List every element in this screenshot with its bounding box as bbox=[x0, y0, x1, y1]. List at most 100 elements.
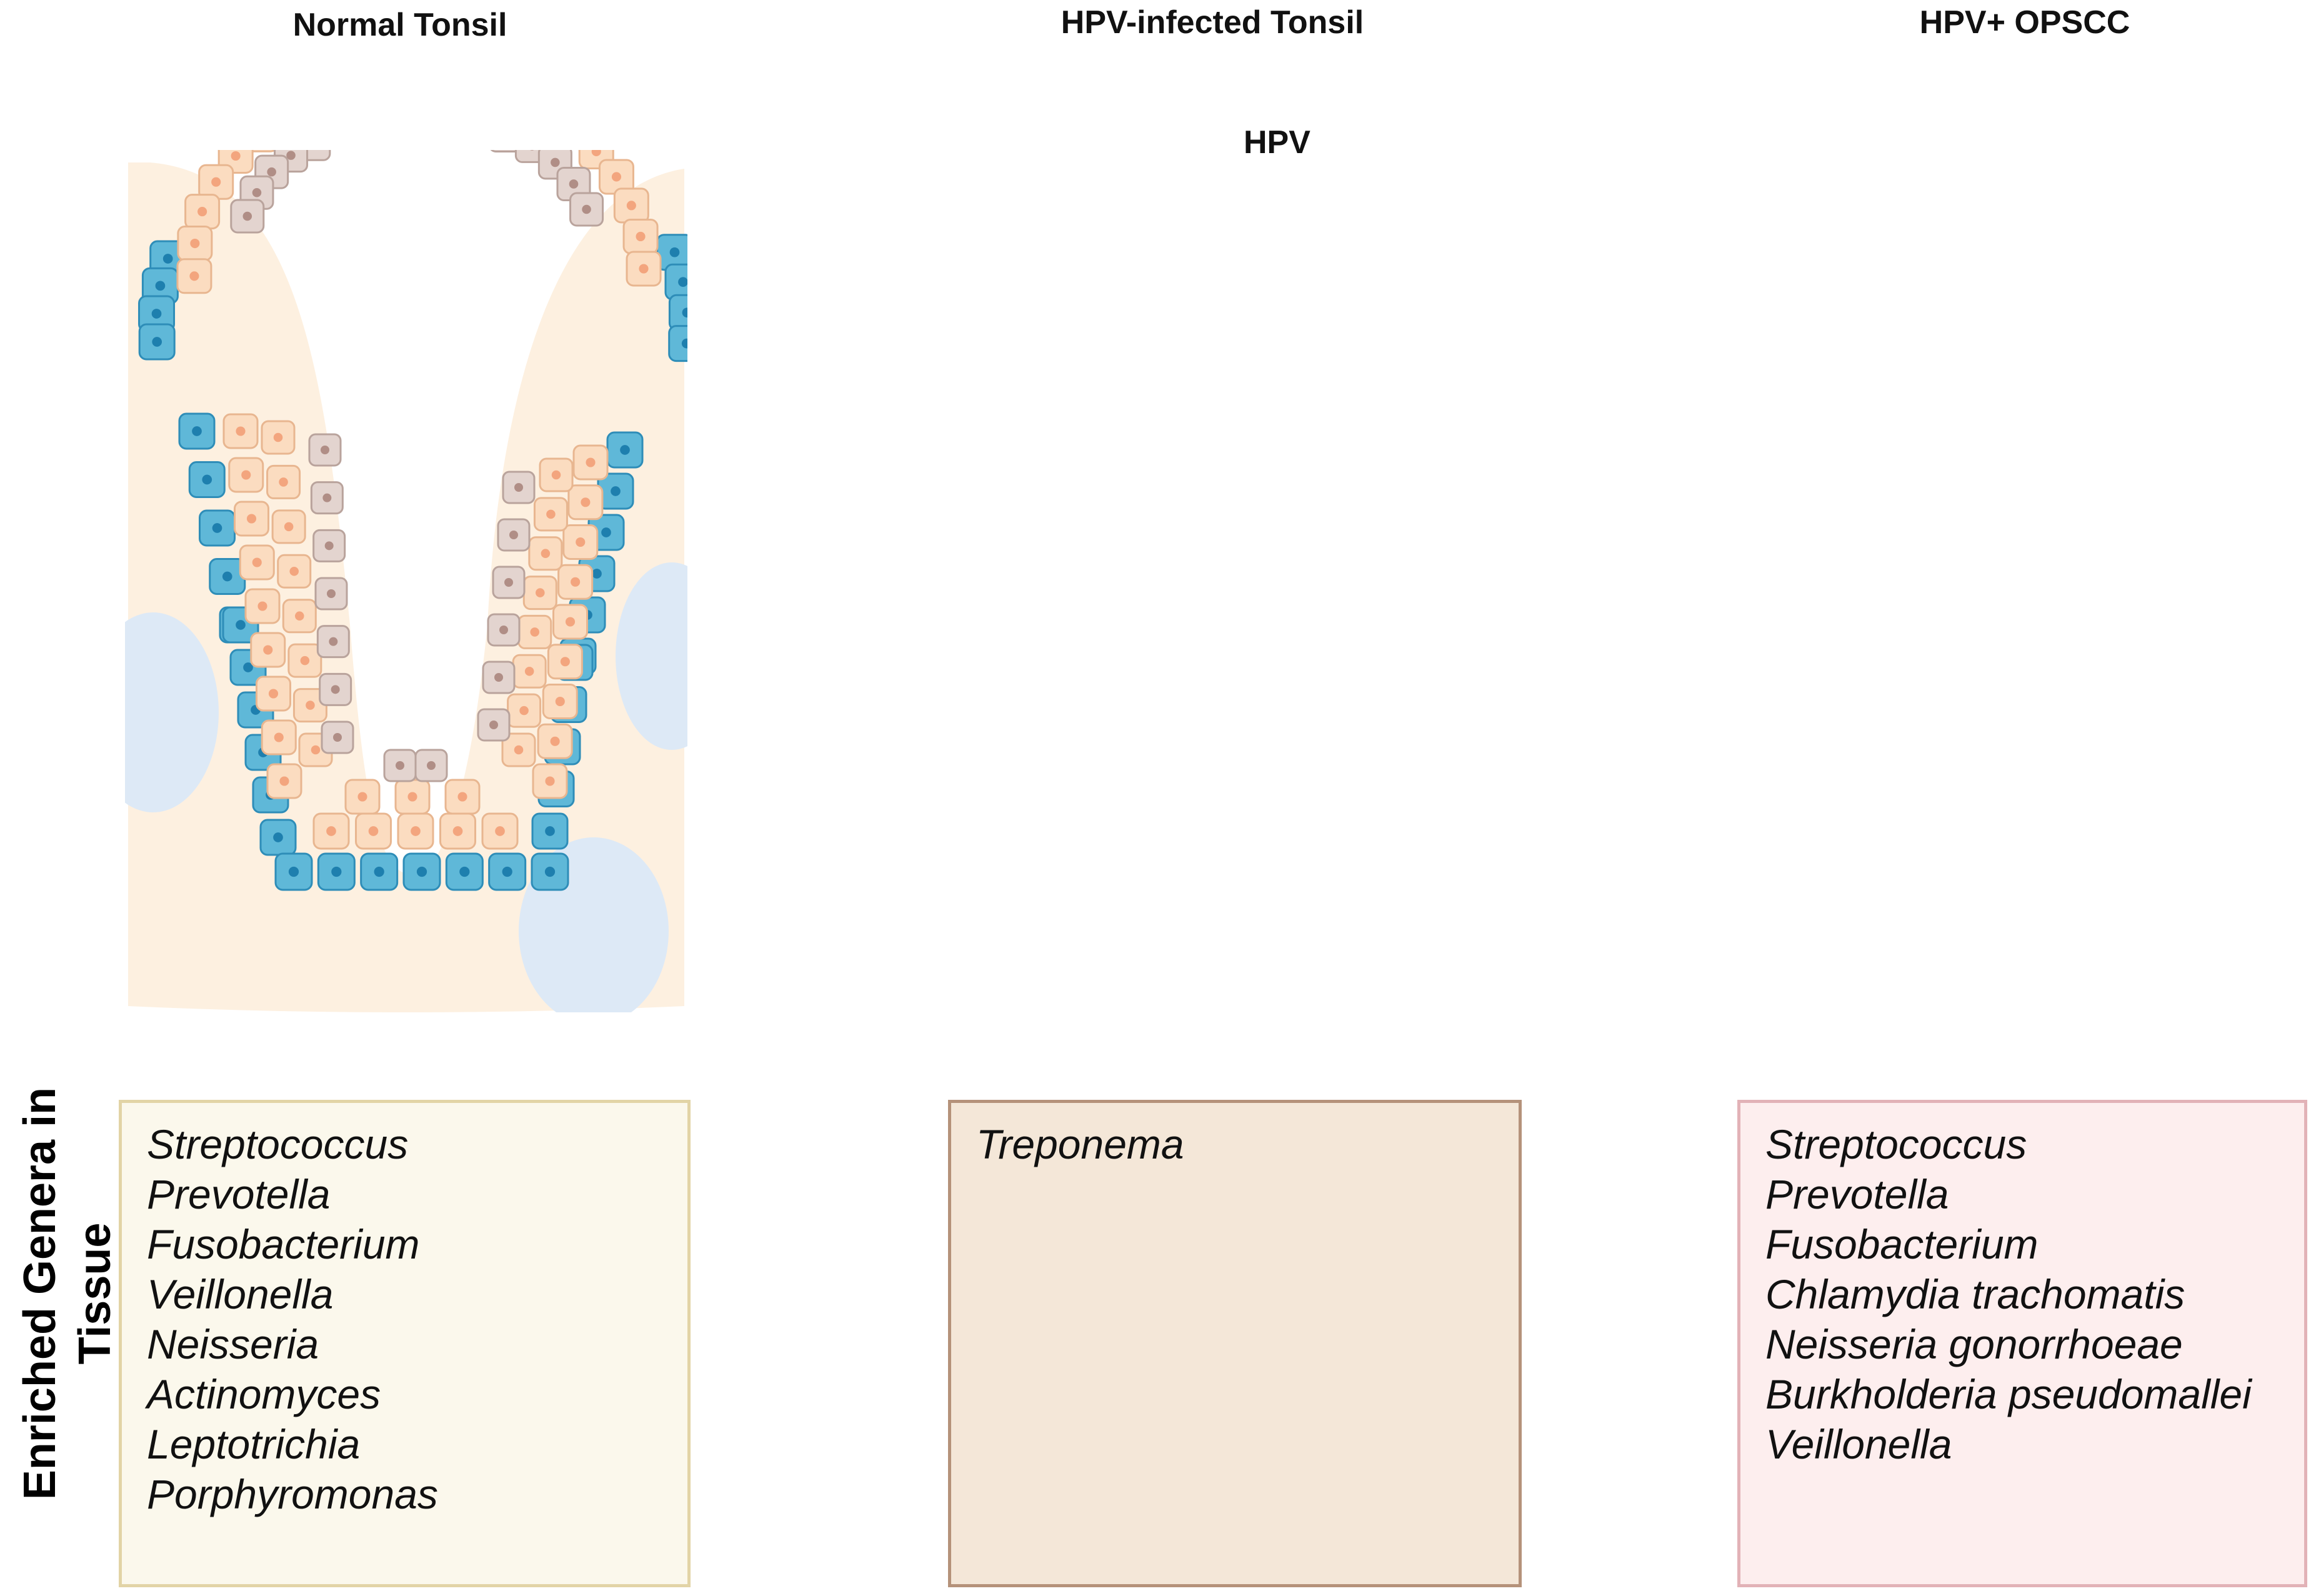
prickle-cell bbox=[2148, 537, 2180, 570]
basal-cell bbox=[2176, 645, 2211, 680]
prickle-cell bbox=[1902, 600, 1934, 632]
prickle-cell bbox=[2014, 780, 2048, 814]
prickle-cell bbox=[1342, 764, 1376, 798]
basal-cell bbox=[1398, 515, 1433, 550]
surface-cell bbox=[1127, 626, 1158, 657]
surface-cell bbox=[1131, 722, 1162, 753]
basal-cell bbox=[1255, 854, 1292, 890]
basal-cell bbox=[1062, 777, 1097, 812]
prickle-cell bbox=[1098, 644, 1131, 677]
hpv-label: HPV bbox=[1244, 124, 1310, 161]
basal-cell bbox=[2179, 639, 2214, 674]
prickle-cell bbox=[1837, 139, 1871, 173]
basal-cell bbox=[2151, 814, 2186, 849]
basal-cell bbox=[1299, 854, 1335, 890]
basal-cell bbox=[1475, 264, 1510, 299]
surface-cell bbox=[1916, 127, 1949, 160]
prickle-cell bbox=[2017, 814, 2052, 849]
prickle-cell bbox=[1044, 502, 1078, 536]
genus-item: Fusobacterium bbox=[1765, 1221, 2039, 1267]
inflammation-glow bbox=[1694, 422, 2069, 747]
germinal-center bbox=[1425, 562, 1537, 750]
basal-cell bbox=[2288, 295, 2311, 330]
genus-item: Treponema bbox=[976, 1121, 1184, 1167]
prickle-cell bbox=[1123, 814, 1158, 849]
prickle-cell bbox=[1071, 721, 1105, 754]
prickle-cell bbox=[1292, 814, 1327, 849]
prickle-cell bbox=[2064, 780, 2098, 814]
immune-cell bbox=[1871, 624, 1904, 657]
prickle-cell bbox=[2153, 498, 2185, 531]
basal-cell bbox=[1857, 692, 1892, 727]
germinal-center bbox=[2234, 562, 2311, 750]
surface-cell bbox=[1932, 530, 1964, 561]
surface-cell bbox=[1119, 434, 1150, 466]
prickle-cell bbox=[1165, 814, 1200, 849]
prickle-cell bbox=[1389, 134, 1422, 168]
genus-item: Actinomyces bbox=[147, 1371, 381, 1417]
surface-cell bbox=[1125, 578, 1156, 609]
basal-cell bbox=[1127, 854, 1164, 890]
basal-cell bbox=[989, 414, 1024, 449]
basal-cell bbox=[2275, 235, 2310, 270]
basal-cell bbox=[1379, 597, 1414, 632]
surface-cell bbox=[2034, 750, 2065, 781]
surface-cell bbox=[1312, 472, 1344, 503]
genus-item: Neisseria bbox=[147, 1321, 319, 1367]
surface-cell bbox=[2003, 750, 2034, 781]
prickle-cell bbox=[1103, 689, 1136, 722]
surface-cell bbox=[2157, 146, 2190, 179]
prickle-cell bbox=[2059, 814, 2094, 849]
prickle-cell bbox=[1368, 565, 1402, 599]
prickle-cell bbox=[1383, 446, 1417, 479]
basal-cell bbox=[668, 325, 687, 362]
prickle-cell bbox=[1109, 734, 1141, 766]
tissue-background bbox=[937, 162, 1494, 1037]
surface-cell bbox=[2107, 614, 2138, 646]
prickle-cell bbox=[2177, 565, 2211, 599]
prickle-cell bbox=[1205, 780, 1239, 814]
surface-cell bbox=[2117, 519, 2148, 551]
basal-cell bbox=[2198, 556, 2233, 591]
surface-cell bbox=[1107, 127, 1139, 160]
surface-cell bbox=[1129, 674, 1160, 705]
tonsil-illustrations bbox=[125, 114, 2311, 1037]
infection-arrow bbox=[1059, 337, 1175, 437]
basal-cell bbox=[999, 462, 1034, 497]
basal-cell bbox=[1348, 772, 1383, 807]
surface-cell bbox=[1380, 193, 1412, 226]
prickle-cell bbox=[987, 227, 1021, 261]
basal-cell bbox=[2226, 432, 2261, 467]
basal-cell bbox=[1466, 235, 1501, 270]
surface-cell bbox=[1348, 146, 1380, 179]
surface-cell bbox=[1930, 482, 1961, 514]
prickle-cell bbox=[1964, 780, 1998, 814]
panel-title-opscc: HPV+ OPSCC bbox=[1919, 4, 2130, 41]
prickle-cell bbox=[1436, 252, 1470, 286]
surface-cell bbox=[1225, 750, 1256, 781]
surface-cell bbox=[1050, 176, 1082, 209]
surface-cell bbox=[2112, 567, 2143, 598]
prickle-cell bbox=[2187, 486, 2221, 519]
genus-item: Leptotrichia bbox=[147, 1421, 361, 1467]
genus-item: Porphyromonas bbox=[147, 1471, 438, 1517]
germinal-center bbox=[616, 562, 687, 750]
basal-cell bbox=[1047, 692, 1082, 727]
basal-cell bbox=[2217, 474, 2252, 509]
basal-cell bbox=[1407, 474, 1442, 509]
genera-list-hpv-infected: Treponema bbox=[976, 1119, 1494, 1169]
prickle-cell bbox=[1373, 526, 1407, 559]
basal-cell bbox=[2108, 854, 2144, 890]
basal-cell bbox=[1479, 326, 1514, 361]
basal-cell bbox=[1370, 639, 1405, 674]
surface-cell bbox=[1194, 750, 1225, 781]
surface-cell bbox=[1121, 482, 1152, 514]
tonsil-panel-1 bbox=[897, 114, 1537, 1037]
surface-cell bbox=[1928, 434, 1959, 466]
prickle-cell bbox=[1352, 685, 1386, 719]
basal-cell bbox=[1829, 559, 1864, 594]
surface-cell bbox=[1859, 176, 1892, 209]
genus-item: Streptococcus bbox=[147, 1121, 409, 1167]
surface-cell bbox=[1940, 722, 1972, 753]
basal-cell bbox=[1360, 687, 1395, 722]
